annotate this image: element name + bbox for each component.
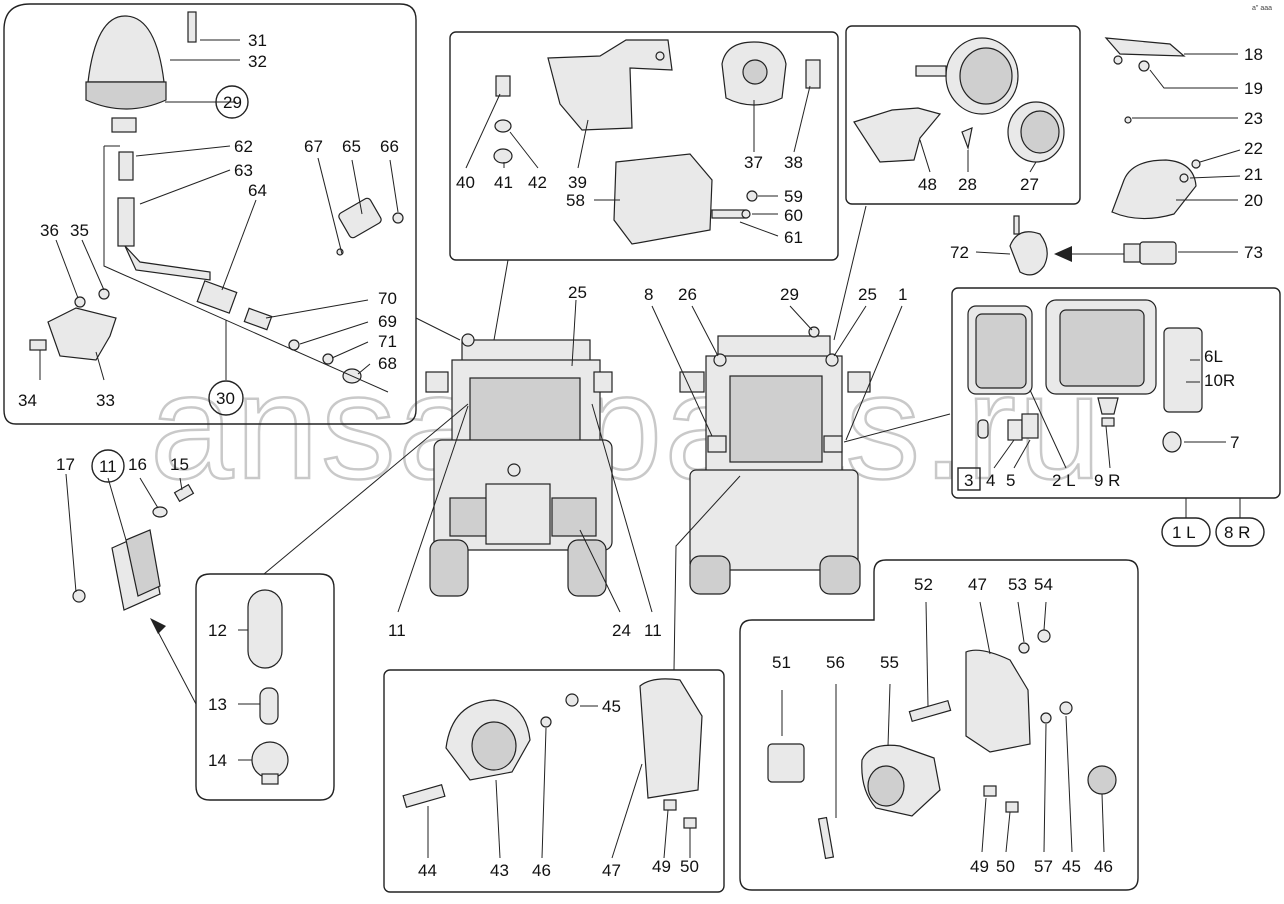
- callout-55: 55: [880, 653, 899, 672]
- callout-19: 19: [1244, 79, 1263, 98]
- callout-45b: 45: [1062, 857, 1081, 876]
- callout-71: 71: [378, 332, 397, 351]
- callout-12: 12: [208, 621, 227, 640]
- tractor-rear-view: 25 11 24 11: [263, 259, 662, 640]
- marker-lamp-group: 17 11 16 15: [56, 449, 197, 705]
- socket-panel: 45 44 43 46 47 49 50: [383, 669, 725, 893]
- callout-50a: 50: [680, 857, 699, 876]
- callout-63: 63: [234, 161, 253, 180]
- callout-11b: 11: [388, 621, 406, 640]
- callout-56: 56: [826, 653, 845, 672]
- callout-68: 68: [378, 354, 397, 373]
- callout-39: 39: [568, 173, 587, 192]
- callout-29: 29: [223, 93, 242, 112]
- callout-30: 30: [216, 389, 235, 408]
- callout-26: 26: [678, 285, 697, 304]
- callout-50b: 50: [996, 857, 1015, 876]
- callout-7: 7: [1230, 433, 1239, 452]
- corner-note: a" aaa: [1252, 5, 1272, 12]
- callout-48: 48: [918, 175, 937, 194]
- callout-49b: 49: [970, 857, 989, 876]
- callout-65: 65: [342, 137, 361, 156]
- callout-5: 5: [1006, 471, 1015, 490]
- socket-panel-2: 52 47 53 54 51 56 55 49 50 57 45 46: [739, 559, 1139, 891]
- callout-21: 21: [1244, 165, 1263, 184]
- callout-62: 62: [234, 137, 253, 156]
- callout-13: 13: [208, 695, 227, 714]
- callout-67: 67: [304, 137, 323, 156]
- callout-37: 37: [744, 153, 763, 172]
- callout-70: 70: [378, 289, 397, 308]
- callout-2L: 2 L: [1052, 471, 1076, 490]
- callout-60: 60: [784, 206, 803, 225]
- callout-36: 36: [40, 221, 59, 240]
- callout-40: 40: [456, 173, 475, 192]
- callout-9R: 9 R: [1094, 471, 1120, 490]
- rearlight-panel: 6L 10R 7 3 4 5 2 L 9 R 1 L 8 R: [951, 287, 1281, 547]
- callout-27: 27: [1020, 175, 1039, 194]
- callout-10R: 10R: [1204, 371, 1235, 390]
- callout-3: 3: [964, 471, 973, 490]
- callout-47a: 47: [602, 861, 621, 880]
- callout-6L: 6L: [1204, 347, 1223, 366]
- callout-57: 57: [1034, 857, 1053, 876]
- callout-61: 61: [784, 228, 803, 247]
- callout-29b: 29: [780, 285, 799, 304]
- callout-23: 23: [1244, 109, 1263, 128]
- callout-11c: 11: [644, 621, 662, 640]
- callout-33: 33: [96, 391, 115, 410]
- callout-35: 35: [70, 221, 89, 240]
- callout-46b: 46: [1094, 857, 1113, 876]
- callout-38: 38: [784, 153, 803, 172]
- callout-54: 54: [1034, 575, 1053, 594]
- callout-41: 41: [494, 173, 513, 192]
- callout-73: 73: [1244, 243, 1263, 262]
- callout-15: 15: [170, 455, 189, 474]
- callout-42: 42: [528, 173, 547, 192]
- callout-11a: 11: [99, 457, 117, 476]
- callout-31: 31: [248, 31, 267, 50]
- callout-25b: 25: [858, 285, 877, 304]
- callout-14: 14: [208, 751, 227, 770]
- horn-group: 18 19 23 22 21 20 72 73: [950, 37, 1263, 276]
- buzzer-panel: 40 41 42 39 37 38 58 59 60 61: [449, 31, 839, 261]
- callout-18: 18: [1244, 45, 1263, 64]
- beacon-panel: 31 32 29 62 63 64 67 65 66 36 35 70 69 7…: [3, 3, 417, 425]
- callout-32: 32: [248, 52, 267, 71]
- watermark: ansat-parts.ru: [150, 342, 1103, 510]
- callout-1L: 1 L: [1172, 523, 1196, 542]
- callout-8R: 8 R: [1224, 523, 1250, 542]
- callout-16: 16: [128, 455, 147, 474]
- callout-34: 34: [18, 391, 37, 410]
- callout-8: 8: [644, 285, 653, 304]
- tractor-front-view: 8 26 29 25 1: [644, 205, 951, 671]
- callout-49a: 49: [652, 857, 671, 876]
- callout-25a: 25: [568, 283, 587, 302]
- callout-4: 4: [986, 471, 995, 490]
- callout-45a: 45: [602, 697, 621, 716]
- callout-46a: 46: [532, 861, 551, 880]
- callout-64: 64: [248, 181, 267, 200]
- callout-59: 59: [784, 187, 803, 206]
- callout-69: 69: [378, 312, 397, 331]
- callout-51: 51: [772, 653, 791, 672]
- callout-1: 1: [898, 285, 907, 304]
- bulbs-panel: 12 13 14: [195, 573, 335, 801]
- callout-66: 66: [380, 137, 399, 156]
- callout-72: 72: [950, 243, 969, 262]
- callout-44: 44: [418, 861, 437, 880]
- callout-20: 20: [1244, 191, 1263, 210]
- callout-52: 52: [914, 575, 933, 594]
- callout-24: 24: [612, 621, 631, 640]
- callout-17: 17: [56, 455, 75, 474]
- callout-53: 53: [1008, 575, 1027, 594]
- callout-22: 22: [1244, 139, 1263, 158]
- worklight-panel: 48 28 27: [845, 25, 1081, 205]
- callout-28: 28: [958, 175, 977, 194]
- callout-58: 58: [566, 191, 585, 210]
- callout-43: 43: [490, 861, 509, 880]
- callout-47b: 47: [968, 575, 987, 594]
